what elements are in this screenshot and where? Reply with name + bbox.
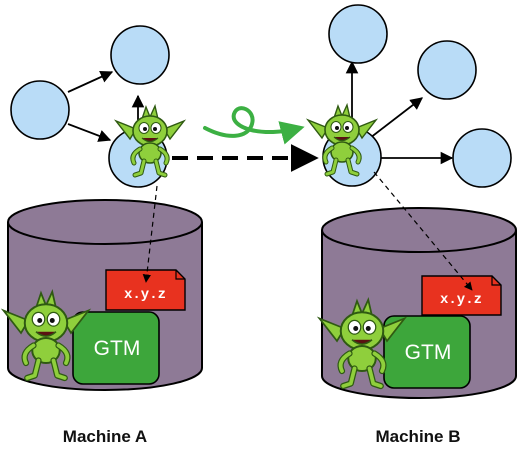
graph-node	[328, 4, 388, 64]
graph-node	[417, 40, 477, 100]
machine-b-label: Machine B	[375, 427, 460, 446]
reference-arrow-a	[142, 185, 158, 283]
object-graph-b	[308, 4, 512, 188]
file-icon	[105, 269, 186, 311]
gtm-box-b	[383, 315, 471, 389]
machine-a: GTM x.y.z Machine A	[4, 199, 203, 446]
gtm-label-a: GTM	[94, 337, 141, 360]
file-label-a: x.y.z	[124, 287, 166, 303]
file-label-b: x.y.z	[440, 292, 482, 308]
object-graph-a	[10, 25, 184, 188]
reference-arrow-b	[373, 171, 473, 291]
graph-node	[110, 25, 170, 85]
file-icon	[421, 275, 502, 316]
gtm-label-b: GTM	[405, 341, 452, 364]
graph-node	[10, 80, 70, 140]
loop-arrow-icon	[203, 106, 305, 145]
gtm-box-a	[72, 311, 160, 385]
machine-b: GTM x.y.z Machine B	[320, 207, 517, 446]
machine-a-label: Machine A	[63, 427, 147, 446]
graph-node	[452, 128, 512, 188]
